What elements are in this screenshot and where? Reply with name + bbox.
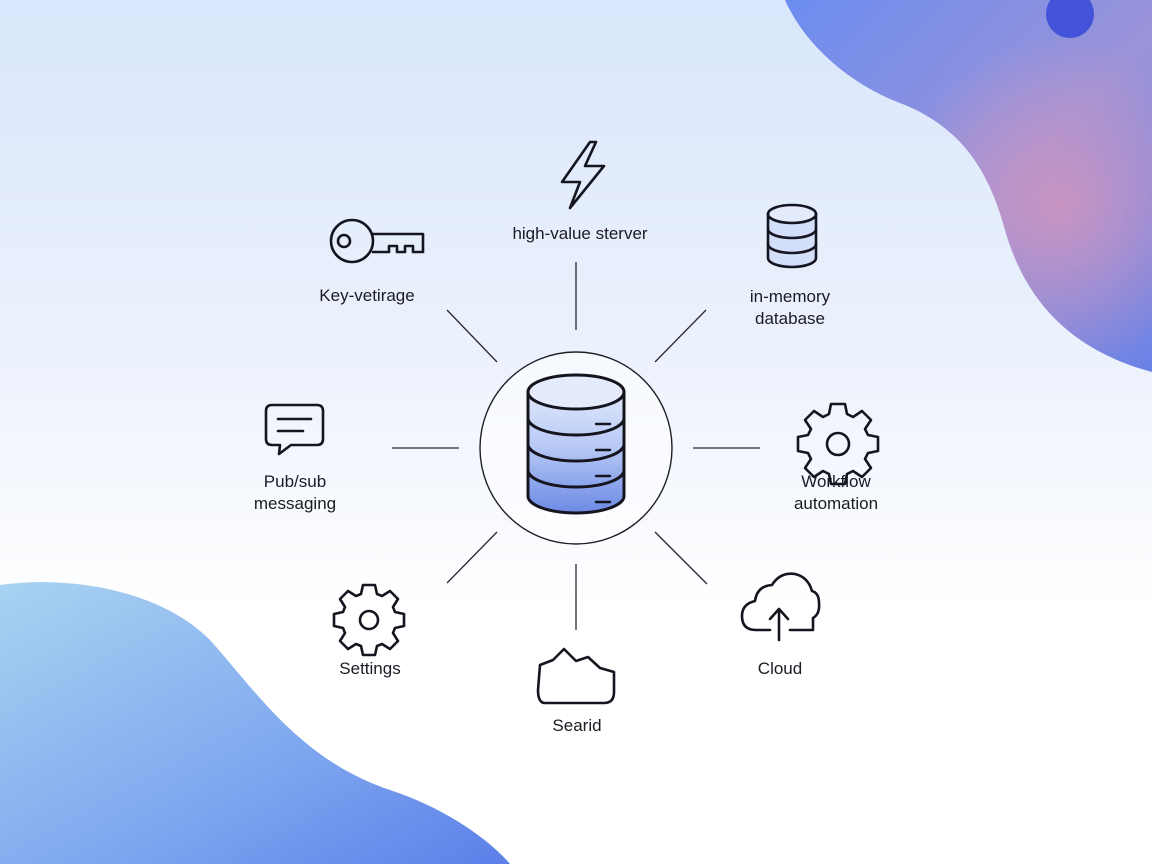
bottom-left-blob	[0, 582, 510, 864]
connector-bottom-right	[654, 531, 708, 585]
cloud-upload-icon	[740, 572, 821, 642]
cloud-outline-icon	[536, 647, 616, 705]
database-stack-icon	[526, 373, 626, 515]
label-line: messaging	[253, 494, 337, 513]
label-line: Cloud	[757, 659, 803, 678]
label-in-memory-database: in-memory database	[750, 286, 830, 330]
top-right-dot	[1046, 0, 1094, 38]
label-line: Searid	[552, 716, 602, 735]
connector-top-right	[654, 309, 707, 363]
label-workflow-automation: Workflow automation	[794, 471, 878, 515]
label-cloud: Cloud	[758, 658, 802, 680]
label-line: Pub/sub	[263, 472, 327, 491]
label-line: high-value sterver	[512, 224, 648, 243]
key-icon	[329, 218, 425, 264]
settings-gear-icon	[332, 583, 406, 657]
label-line: Settings	[339, 659, 401, 678]
lightning-bolt-icon	[560, 140, 606, 210]
label-search: Searid	[552, 715, 601, 737]
label-pub-sub-messaging: Pub/sub messaging	[254, 471, 336, 515]
label-line: Workflow	[801, 472, 871, 491]
node-icons	[264, 140, 880, 705]
label-settings: Settings	[339, 658, 400, 680]
connectors	[392, 262, 760, 630]
connector-top-left	[446, 309, 498, 363]
label-line: in-memory	[749, 287, 831, 306]
label-line: database	[755, 309, 825, 328]
label-line: automation	[793, 494, 879, 513]
chat-bubble-icon	[264, 403, 325, 456]
top-right-blob-glow	[785, 0, 1152, 372]
database-icon	[766, 203, 818, 269]
gear-icon	[796, 402, 880, 486]
label-line: Key-vetirage	[319, 286, 415, 305]
label-high-value-server: high-value sterver	[512, 223, 647, 245]
connector-bottom-left	[446, 531, 498, 584]
label-key-value-storage: Key-vetirage	[319, 285, 414, 307]
central-hub	[479, 351, 673, 545]
